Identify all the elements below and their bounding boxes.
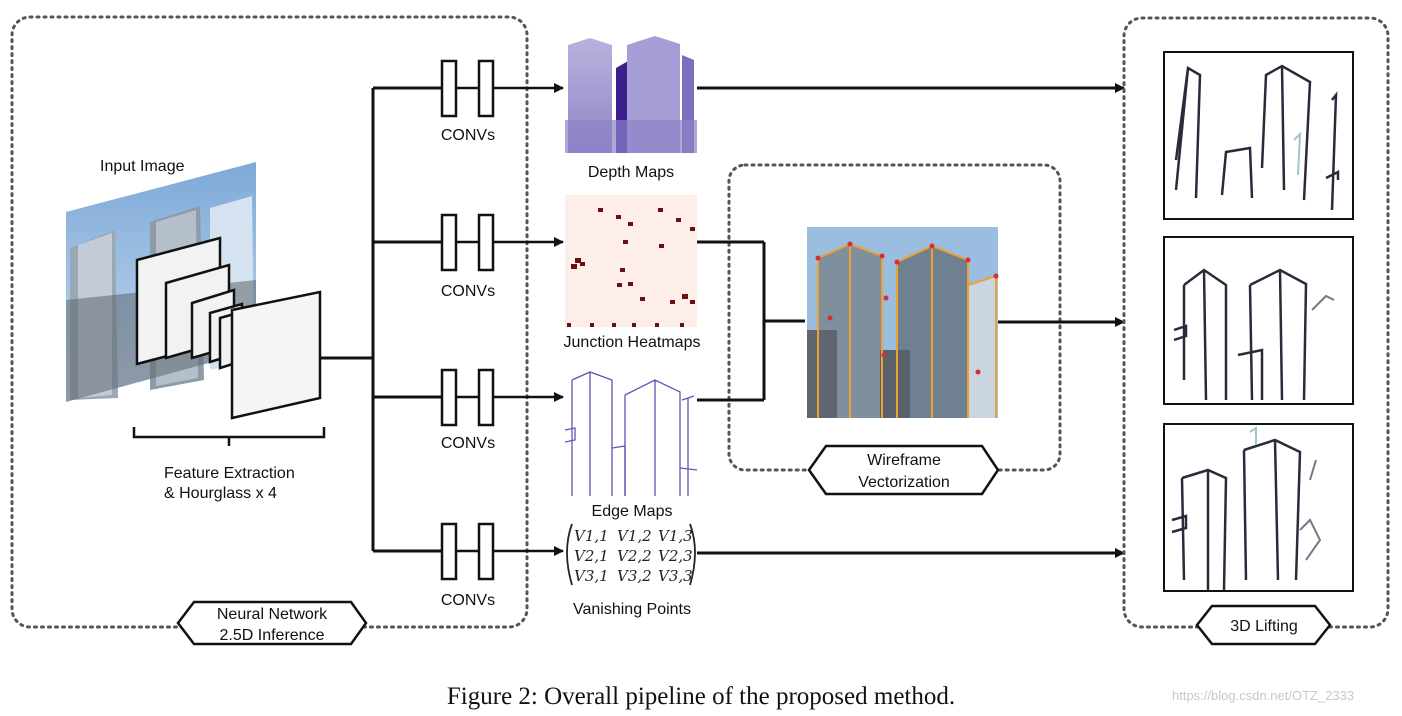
conv-links	[456, 86, 479, 553]
matrix-cell-3-1: V3,1	[574, 567, 609, 585]
feature-brace	[132, 427, 326, 446]
wireframe-hex	[807, 444, 1000, 496]
matrix-cell-3-3: V3,3	[658, 567, 693, 585]
lifting-result-1	[1163, 51, 1354, 220]
figure-caption: Figure 2: Overall pipeline of the propos…	[446, 683, 956, 710]
depth-map	[565, 21, 697, 153]
merge-lines	[697, 240, 805, 402]
input-image-label: Input Image	[100, 158, 185, 175]
conv-label-1: CONVs	[441, 127, 495, 144]
depth-maps-label: Depth Maps	[588, 164, 674, 181]
neural-network-label-2: 2.5D Inference	[220, 627, 325, 644]
matrix-cell-1-1: V1,1	[574, 527, 609, 545]
lifting-result-2	[1163, 236, 1354, 405]
lifting-arrows	[697, 83, 1125, 558]
matrix-cell-1-2: V1,2	[617, 527, 652, 545]
feature-label-1: Feature Extraction	[164, 465, 295, 482]
conv-label-4: CONVs	[441, 592, 495, 609]
wireframe-image	[807, 227, 999, 418]
edge-map	[564, 364, 698, 496]
conv-blocks	[440, 59, 495, 581]
feature-label-2: & Hourglass x 4	[164, 485, 277, 502]
branch-lines	[320, 86, 442, 553]
lifting-panel	[1122, 16, 1390, 629]
matrix-cell-3-2: V3,2	[617, 567, 652, 585]
watermark: https://blog.csdn.net/OTZ_2333	[1172, 688, 1355, 703]
feature-stack	[135, 236, 322, 420]
edge-maps-label: Edge Maps	[592, 503, 673, 520]
wireframe-label-1: Wireframe	[867, 452, 941, 469]
neural-network-label-1: Neural Network	[217, 606, 328, 623]
junction-heatmap	[565, 195, 697, 327]
wireframe-label-2: Vectorization	[858, 474, 950, 491]
lifting-label: 3D Lifting	[1230, 618, 1298, 635]
conv-label-2: CONVs	[441, 283, 495, 300]
neural-network-panel	[10, 15, 529, 629]
vanishing-points-label: Vanishing Points	[573, 601, 691, 618]
matrix-cell-2-3: V2,3	[658, 547, 693, 565]
vanishing-matrix: V1,1 V1,2 V1,3 V2,1 V2,2 V2,3 V3,1 V3,2 …	[566, 523, 696, 586]
conv-label-3: CONVs	[441, 435, 495, 452]
matrix-cell-2-1: V2,1	[574, 547, 609, 565]
lifting-result-3	[1163, 423, 1354, 592]
matrix-cell-2-2: V2,2	[617, 547, 652, 565]
matrix-cell-1-3: V1,3	[658, 527, 693, 545]
lifting-hex	[1195, 604, 1332, 646]
neural-network-hex	[176, 600, 368, 646]
junction-heatmaps-label: Junction Heatmaps	[564, 334, 701, 351]
conv-arrows	[493, 83, 564, 556]
